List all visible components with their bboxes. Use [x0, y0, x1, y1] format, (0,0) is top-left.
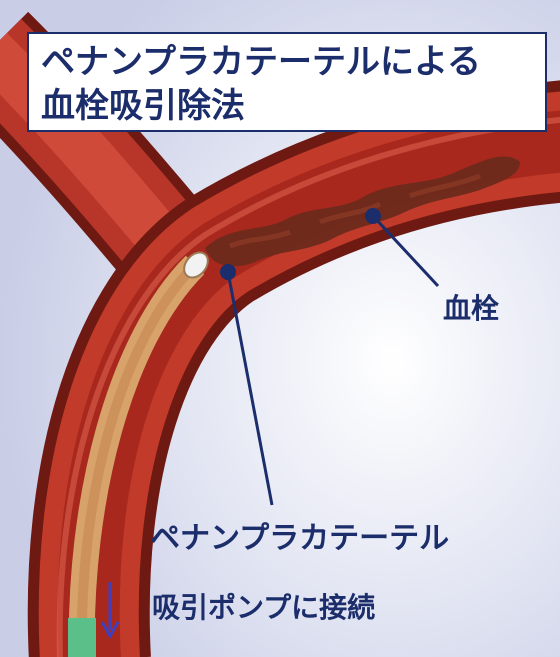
clot-label: 血栓	[443, 287, 499, 327]
catheter-label: ペナンプラカテーテル	[150, 513, 449, 557]
clot-pointer-dot	[365, 208, 381, 224]
catheter-pointer-dot	[220, 264, 236, 280]
title-box: ペナンプラカテーテルによる 血栓吸引除法	[27, 32, 547, 132]
pump-label: 吸引ポンプに接続	[152, 586, 375, 626]
title-line-2: 血栓吸引除法	[41, 84, 535, 128]
suction-tube-segment	[68, 618, 96, 657]
title-line-1: ペナンプラカテーテルによる	[41, 40, 535, 84]
